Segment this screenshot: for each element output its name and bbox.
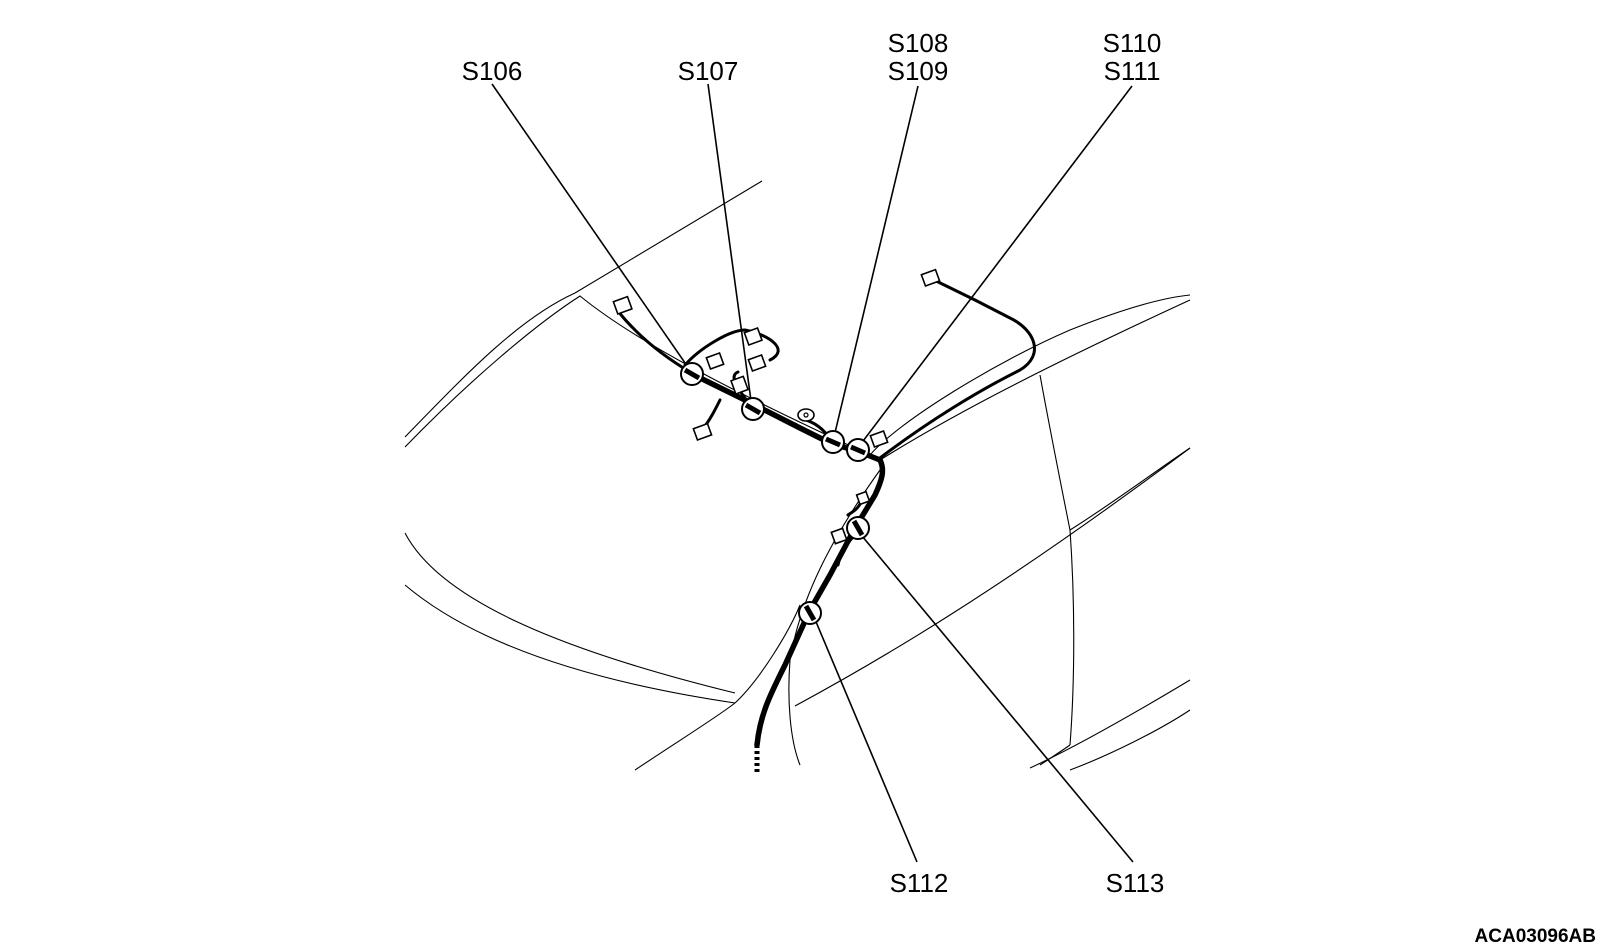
callout-s108: S108 [888,28,949,58]
connector-icon [855,490,871,506]
leader-line-s112 [813,616,918,863]
callout-s106: S106 [462,56,523,86]
figure-code: ACA03096AB [1475,926,1596,947]
leader-line-s110-s111 [856,85,1133,450]
connector-icon [705,351,725,371]
splice-marker-s107 [741,397,765,421]
leader-line-s108-s109 [832,85,919,442]
callout-s109: S109 [888,56,949,86]
callout-s112: S112 [890,868,949,898]
vehicle-body-outline [404,180,1191,771]
callout-labels: S106 S107 S108 S109 S110 S111 S112 S113 [462,28,1165,898]
connector-icon [869,429,889,449]
splice-marker-s106 [680,362,704,386]
callout-s110: S110 [1103,28,1162,58]
splice-markers [680,362,870,625]
leader-line-s107 [707,83,753,409]
connector-icon [612,295,633,315]
leader-line-s106 [491,83,693,374]
harness-connectors [612,268,941,545]
connector-icon [743,326,763,346]
connector-icon [920,268,941,288]
splice-marker-s110-s111 [846,438,870,462]
splice-marker-s113 [846,516,870,540]
callout-s113: S113 [1106,868,1165,898]
splice-marker-s112 [798,601,822,625]
splice-marker-s108-s109 [821,430,845,454]
connector-icon [830,527,848,545]
callout-s107: S107 [678,56,739,86]
connector-icon [730,375,750,395]
connector-icon [747,353,767,373]
leader-lines [491,83,1134,863]
leader-line-s113 [861,535,1134,863]
connector-icon [692,422,713,442]
callout-s111: S111 [1104,56,1161,86]
